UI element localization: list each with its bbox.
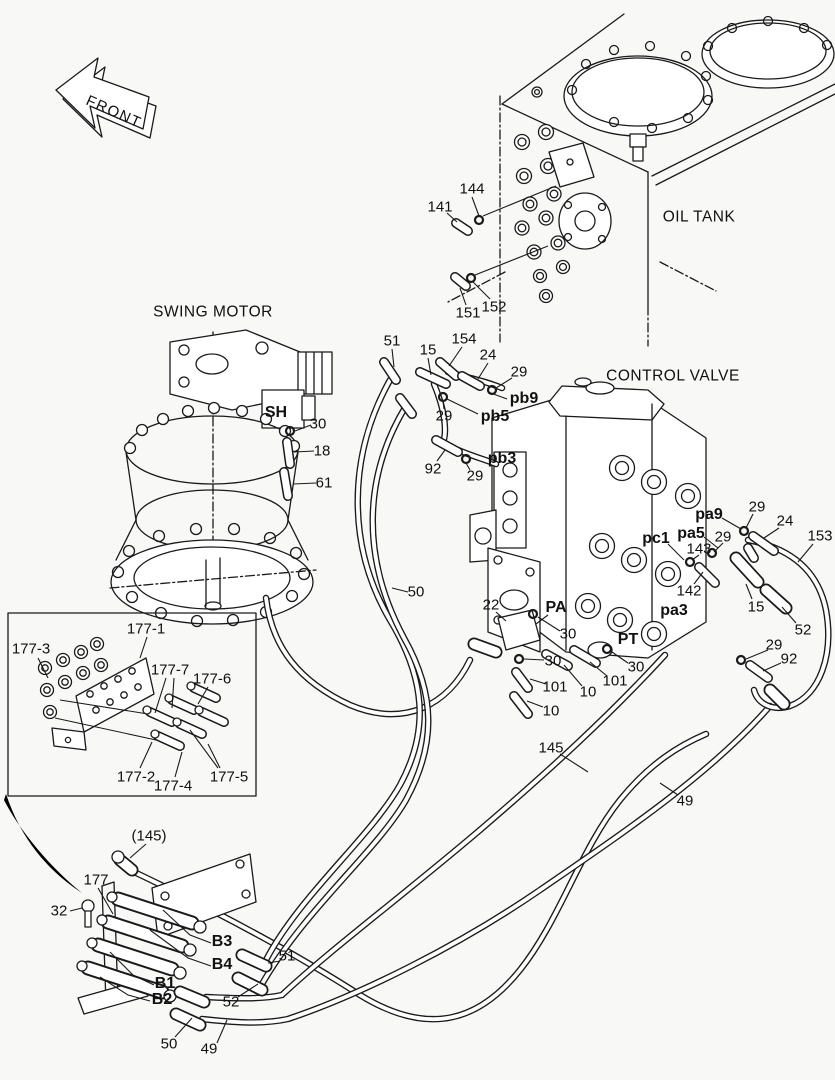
part-number-label: 10: [542, 702, 560, 720]
part-number-label: 141: [427, 198, 453, 216]
inset-nuts: [37, 636, 109, 720]
bottom-manifold-assembly: [76, 850, 273, 1032]
part-number-label: 143: [686, 540, 712, 558]
port-label: PA: [545, 599, 567, 616]
part-number-label: 177-2: [116, 768, 156, 786]
part-number-label: 32: [50, 902, 68, 920]
part-number-label: 24: [776, 512, 794, 530]
port-label: pb9: [509, 390, 539, 407]
component-label: SWING MOTOR: [153, 303, 273, 321]
plate-holes: [64, 667, 142, 744]
port-label: pb3: [487, 450, 517, 467]
front-arrow: FRONT: [55, 57, 157, 139]
part-number-label: 154: [451, 330, 477, 348]
hoses: [126, 368, 832, 1026]
part-number-label: 152: [481, 298, 507, 316]
part-number-label: 15: [419, 341, 437, 359]
part-number-label: 52: [222, 993, 240, 1011]
part-number-label: 30: [559, 625, 577, 643]
part-number-label: 151: [455, 304, 481, 322]
fittings: [279, 214, 793, 719]
part-number-label: 10: [579, 683, 597, 701]
part-number-label: 50: [407, 583, 425, 601]
part-number-label: 92: [424, 460, 442, 478]
detail-pointer-swoosh: [4, 794, 82, 893]
part-number-label: 177-1: [126, 620, 166, 638]
part-number-label: 177-4: [153, 777, 193, 795]
part-number-label: 15: [747, 598, 765, 616]
part-number-label: 92: [780, 650, 798, 668]
part-number-label: 49: [676, 792, 694, 810]
oil-tank-drawing: [447, 13, 835, 347]
part-number-label: 51: [383, 332, 401, 350]
part-number-label: 177-7: [150, 661, 190, 679]
part-number-label: 177: [83, 871, 109, 889]
port-label: B2: [151, 991, 173, 1008]
part-number-label: 22: [482, 596, 500, 614]
part-number-label: 18: [313, 442, 331, 460]
valve-22: [497, 609, 541, 651]
part-number-label: 101: [542, 678, 568, 696]
port-label: SH: [264, 404, 288, 421]
part-number-label: 142: [676, 582, 702, 600]
port-label: B4: [211, 956, 233, 973]
port-label: B1: [154, 975, 176, 992]
component-label: OIL TANK: [662, 208, 736, 226]
part-number-label: (145): [131, 827, 167, 845]
part-number-label: 24: [479, 346, 497, 364]
port-label: B3: [211, 933, 233, 950]
part-number-label: 177-5: [209, 768, 249, 786]
port-label: pc1: [642, 530, 670, 547]
cover2-bolts: [702, 15, 833, 52]
part-number-label: 50: [160, 1035, 178, 1053]
part-number-label: 177-3: [11, 640, 51, 658]
motor-connector: [297, 351, 333, 395]
part-number-label: 29: [748, 498, 766, 516]
part-number-label: 29: [510, 363, 528, 381]
tank-ports: [513, 123, 571, 304]
part-number-label: 61: [315, 474, 333, 492]
part-number-label: 29: [466, 467, 484, 485]
leader-lines: [37, 185, 814, 1044]
part-number-label: 30: [309, 415, 327, 433]
swing-motor-drawing: [109, 329, 333, 628]
control-valve-drawing: [469, 377, 707, 659]
port-label: pa5: [677, 525, 705, 542]
part-number-label: 101: [602, 672, 628, 690]
part-number-label: 145: [538, 739, 564, 757]
part-number-label: 29: [765, 636, 783, 654]
inset-detail-box: [7, 612, 257, 797]
component-label: CONTROL VALVE: [606, 367, 740, 385]
part-number-label: 30: [544, 652, 562, 670]
base-bolt-holes: [111, 522, 311, 628]
valve-port-bosses: [574, 454, 702, 648]
tee-nuts: [76, 891, 207, 1003]
port-label: pb5: [480, 408, 510, 425]
cover1-bolts: [566, 40, 714, 134]
part-number-label: 177-6: [192, 670, 232, 688]
part-number-label: 144: [459, 180, 485, 198]
part-number-label: 29: [714, 528, 732, 546]
part-number-label: 29: [435, 407, 453, 425]
part-number-label: 52: [794, 621, 812, 639]
part-number-label: 30: [627, 658, 645, 676]
port-label: pa9: [695, 506, 723, 523]
inset-tees: [142, 681, 229, 751]
part-number-label: 49: [200, 1040, 218, 1058]
port-label: PT: [617, 631, 639, 648]
port-label: pa3: [660, 602, 688, 619]
part-number-label: 153: [807, 527, 833, 545]
part-number-label: 51: [278, 947, 296, 965]
